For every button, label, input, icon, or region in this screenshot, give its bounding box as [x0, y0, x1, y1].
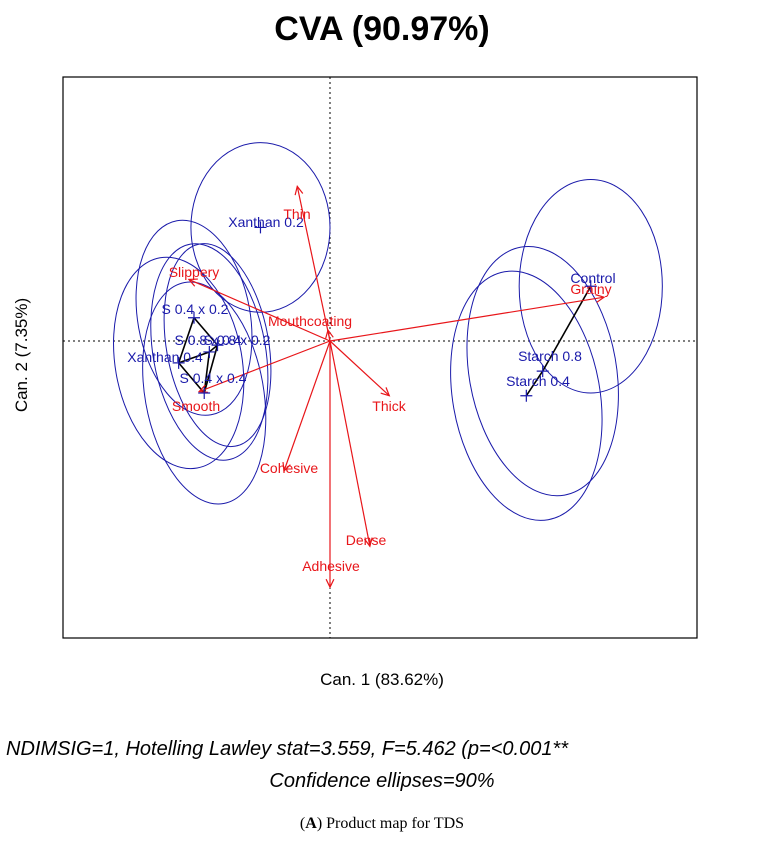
- product-marker-s-0-4-x-0-2: [187, 311, 200, 324]
- confidence-ellipse-s-0-8-x-0-4: [150, 243, 269, 461]
- attribute-label-thin: Thin: [283, 206, 310, 222]
- product-label-starch-0-4: Starch 0.4: [506, 373, 570, 389]
- attribute-label-grainy: Grainy: [570, 281, 611, 297]
- attribute-vector-thin: [296, 186, 331, 342]
- attribute-vector-thick: [329, 340, 390, 397]
- confidence-ellipse-s-0-4-x-0-4: [142, 281, 267, 505]
- attribute-arrowhead-cohesive: [282, 461, 291, 473]
- attribute-label-slippery: Slippery: [169, 264, 220, 280]
- product-label-xanthan-0-4: Xanthan 0.4: [127, 349, 203, 365]
- attribute-arrowhead-adhesive: [325, 578, 335, 589]
- attribute-arrowhead-dense: [364, 537, 373, 548]
- product-link-s-0-8-x-0-4-xanthan-0-4: [178, 351, 210, 364]
- attribute-vector-slippery: [188, 278, 331, 342]
- product-marker-starch-0-8: [536, 365, 549, 378]
- confidence-ellipse-xanthan-0-4: [113, 256, 245, 470]
- product-marker-s-0-8-x-0-2: [211, 339, 224, 352]
- confidence-ellipse-s-0-4-x-0-2: [135, 219, 253, 416]
- caption-letter: A: [305, 815, 317, 832]
- product-link-starch-0-8-starch-0-4: [525, 370, 544, 397]
- product-marker-s-0-4-x-0-4: [198, 386, 211, 399]
- attribute-arrowhead-slippery: [187, 278, 198, 287]
- product-link-s-0-8-x-0-2-s-0-4-x-0-4: [203, 344, 219, 394]
- product-link-s-0-8-x-0-4-s-0-4-x-0-4: [203, 351, 211, 394]
- attribute-label-adhesive: Adhesive: [302, 558, 360, 574]
- attribute-vector-smooth: [198, 340, 331, 393]
- confidence-ellipse-starch-0-4: [450, 270, 603, 521]
- attribute-arrowhead-smooth: [197, 384, 209, 393]
- caption-text: ) Product map for TDS: [316, 815, 465, 832]
- product-label-control: Control: [570, 270, 615, 286]
- attribute-label-cohesive: Cohesive: [260, 460, 319, 476]
- product-marker-starch-0-4: [520, 389, 533, 402]
- attribute-arrowhead-thick: [380, 387, 391, 397]
- product-label-xanthan-0-2: Xanthan 0.2: [228, 214, 304, 230]
- confidence-ellipse-starch-0-8: [466, 245, 619, 497]
- product-marker-s-0-8-x-0-4: [203, 345, 216, 358]
- confidence-ellipse-control: [518, 179, 663, 394]
- attribute-label-dense: Dense: [346, 532, 387, 548]
- attribute-arrowhead-mouthcoating: [325, 328, 334, 339]
- product-label-s-0-8-x-0-2: S 0.8 x 0.2: [204, 332, 271, 348]
- product-label-s-0-4-x-0-2: S 0.4 x 0.2: [162, 301, 229, 317]
- product-link-xanthan-0-4-s-0-4-x-0-4: [178, 362, 205, 394]
- product-label-s-0-8-x-0-4: S 0.8 x 0.4: [175, 332, 242, 348]
- product-link-s-0-4-x-0-2-s-0-8-x-0-2: [193, 317, 219, 346]
- attribute-arrowhead-grainy: [595, 294, 606, 303]
- figure-caption: (A) Product map for TDS: [299, 815, 465, 832]
- attribute-label-smooth: Smooth: [172, 398, 220, 414]
- x-axis-label: Can. 1 (83.62%): [320, 670, 444, 689]
- stats-line-2: Confidence ellipses=90%: [269, 770, 495, 792]
- product-marker-xanthan-0-2: [254, 221, 267, 234]
- attribute-vector-mouthcoating: [327, 329, 331, 342]
- plot-frame: [62, 76, 698, 639]
- attribute-arrowhead-thin: [294, 185, 304, 196]
- product-label-starch-0-8: Starch 0.8: [518, 348, 582, 364]
- stats-line-1: NDIMSIG=1, Hotelling Lawley stat=3.559, …: [6, 738, 569, 760]
- product-link-s-0-4-x-0-2-xanthan-0-4: [177, 317, 195, 364]
- attribute-vector-grainy: [329, 296, 605, 342]
- confidence-ellipse-xanthan-0-2: [190, 142, 331, 313]
- attribute-label-mouthcoating: Mouthcoating: [268, 313, 352, 329]
- attribute-vector-cohesive: [283, 340, 331, 472]
- product-link-s-0-8-x-0-2-s-0-8-x-0-4: [208, 344, 219, 353]
- chart-title: CVA (90.97%): [274, 10, 490, 48]
- product-marker-xanthan-0-4: [172, 356, 185, 369]
- product-marker-control: [584, 280, 597, 293]
- attribute-label-thick: Thick: [372, 398, 406, 414]
- product-label-s-0-4-x-0-4: S 0.4 x 0.4: [180, 370, 247, 386]
- attribute-vector-dense: [329, 340, 371, 547]
- y-axis-label: Can. 2 (7.35%): [12, 297, 31, 413]
